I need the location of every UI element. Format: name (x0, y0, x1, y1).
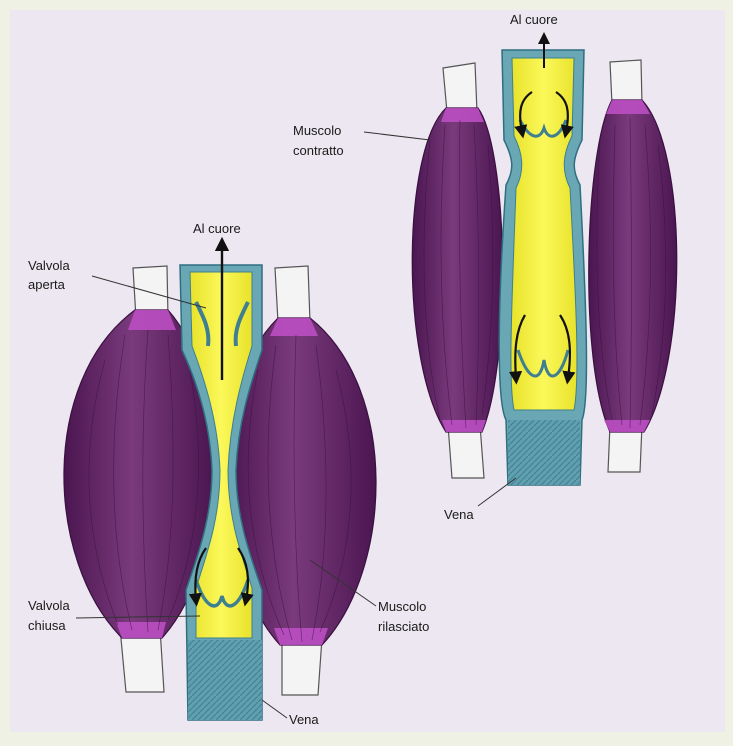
vein-lower-segment (188, 640, 262, 720)
label-to-heart-top: Al cuore (510, 12, 558, 27)
label-muscle-contracted-1: Muscolo (293, 123, 341, 138)
muscle-tip (270, 318, 318, 336)
label-muscle-relaxed-2: rilasciato (378, 619, 429, 634)
label-to-heart-bottom: Al cuore (193, 221, 241, 236)
label-muscle-relaxed-1: Muscolo (378, 599, 426, 614)
vein-lower-segment (508, 420, 580, 485)
muscle-tip (441, 108, 484, 122)
tendon-top-right (275, 266, 310, 322)
label-valve-open-1: Valvola (28, 258, 70, 273)
tendon-top-left (443, 63, 477, 112)
label-valve-closed-1: Valvola (28, 598, 70, 613)
muscle-tip (116, 622, 166, 638)
label-valve-closed-2: chiusa (28, 618, 66, 633)
label-vein-top: Vena (444, 507, 474, 522)
muscle-right-contracted (589, 100, 677, 432)
muscle-tip (442, 420, 486, 432)
tendon-top-right (610, 60, 642, 104)
tendon-bottom-right (282, 638, 322, 695)
label-vein-bottom: Vena (289, 712, 319, 727)
tendon-bottom-left (448, 425, 484, 478)
muscle-tip (604, 420, 650, 432)
muscle-tip (128, 310, 176, 330)
label-muscle-contracted-2: contratto (293, 143, 344, 158)
contracted-muscle-group (412, 38, 677, 485)
label-valve-open-2: aperta (28, 277, 66, 292)
